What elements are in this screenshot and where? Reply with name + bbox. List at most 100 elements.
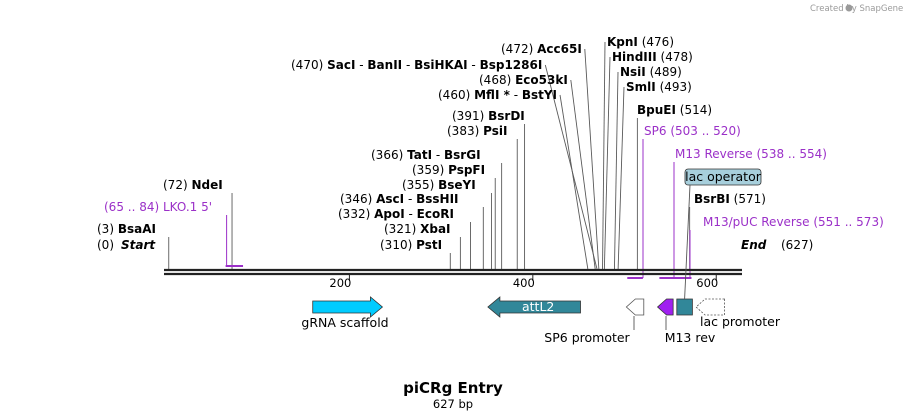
site-label-eco53ki: (468) Eco53kI [479, 73, 568, 87]
feature-shape-sp6-promoter [625, 298, 645, 316]
primer-m13rev[interactable]: M13 Reverse (538 .. 554) [659, 147, 827, 279]
end-label: End [741, 238, 767, 252]
site-name: ApoI [374, 207, 405, 221]
site-pos: (493) [660, 80, 692, 94]
end-marker[interactable]: End (627) [741, 238, 813, 252]
site-star: * [499, 88, 510, 102]
site-name-2: BsrGI [444, 148, 481, 162]
site-kpni[interactable]: KpnI (476) [607, 35, 674, 49]
site-pos: (3) [97, 222, 114, 236]
site-name: BsrDI [488, 109, 525, 123]
site-labels: (3) BsaAI(72) NdeI(310) PstI(321) XbaI(3… [97, 35, 766, 252]
site-label-hindiii: HindIII (478) [612, 50, 693, 64]
site-pos: (489) [650, 65, 682, 79]
site-name: PsiI [483, 124, 507, 138]
site-label-bsrbi: BsrBI (571) [694, 192, 766, 206]
site-name: NdeI [191, 178, 222, 192]
site-hindiii[interactable]: HindIII (478) [612, 50, 693, 64]
feature-shape-attl2 [487, 296, 581, 318]
site-lines [168, 41, 691, 270]
start-marker[interactable]: (0) Start [97, 238, 156, 252]
site-line-nsii [613, 71, 619, 270]
site-acc65i[interactable]: (472) Acc65I [501, 42, 582, 56]
site-name: Acc65I [537, 42, 582, 56]
site-label-kpni: KpnI (476) [607, 35, 674, 49]
primer-range: (551 .. 573) [813, 215, 883, 229]
primer-sp6[interactable]: SP6 (503 .. 520) [627, 124, 741, 279]
primer-range: (503 .. 520) [670, 124, 740, 138]
site-pspfi[interactable]: (359) PspFI [412, 163, 485, 177]
site-pos: (346) [340, 192, 372, 206]
site-sep: - [468, 58, 480, 72]
site-eco53ki[interactable]: (468) Eco53kI [479, 73, 568, 87]
site-smli[interactable]: SmlI (493) [626, 80, 692, 94]
site-name: PstI [416, 238, 442, 252]
feature-lac-operator[interactable]: lac operator [676, 168, 762, 316]
site-xbai[interactable]: (321) XbaI [384, 222, 451, 236]
site-label-pspfi: (359) PspFI [412, 163, 485, 177]
site-name-3: BsiHKAI [414, 58, 468, 72]
site-label-ndei: (72) NdeI [163, 178, 223, 192]
site-pos: (310) [380, 238, 412, 252]
feature-attl2[interactable]: attL2 [487, 296, 581, 318]
site-label-xbai: (321) XbaI [384, 222, 451, 236]
site-pos: (383) [447, 124, 479, 138]
site-bsaai[interactable]: (3) BsaAI [97, 222, 156, 236]
site-name: PspFI [448, 163, 485, 177]
site-mfli[interactable]: (460) MflI * - BstYI [438, 88, 557, 102]
site-name: BpuEI [637, 103, 676, 117]
site-apoi[interactable]: (332) ApoI - EcoRI [338, 207, 454, 221]
site-sep: - [405, 207, 417, 221]
feature-label-lac-promoter: lac promoter [700, 314, 781, 329]
site-pos: (359) [412, 163, 444, 177]
site-saci[interactable]: (470) SacI - BanII - BsiHKAI - Bsp1286I [291, 58, 542, 72]
map-length: 627 bp [433, 397, 473, 411]
site-bsrdi[interactable]: (391) BsrDI [452, 109, 525, 123]
site-line-hindiii [603, 56, 611, 270]
site-bseyi[interactable]: (355) BseYI [402, 178, 476, 192]
site-bpuei[interactable]: BpuEI (514) [637, 103, 712, 117]
start-label: Start [121, 238, 156, 252]
primer-lko1[interactable]: (65 .. 84) LKO.1 5' [104, 200, 244, 267]
primer-name: SP6 [644, 124, 667, 138]
site-asci[interactable]: (346) AscI - BssHII [340, 192, 459, 206]
tick-label: 600 [696, 276, 718, 290]
site-pos: (391) [452, 109, 484, 123]
site-name-2: BstYI [522, 88, 557, 102]
end-pos: (627) [781, 238, 813, 252]
site-name-2: EcoRI [417, 207, 454, 221]
site-name-2: BanII [367, 58, 402, 72]
primer-range: (65 .. 84) [104, 200, 159, 214]
site-pos: (468) [479, 73, 511, 87]
snapgene-logo-icon [845, 4, 853, 12]
site-tati[interactable]: (366) TatI - BsrGI [371, 148, 481, 162]
feature-label-m13-rev: M13 rev [665, 330, 716, 345]
feature-shape-lac-promoter [695, 298, 725, 316]
site-name: AscI [376, 192, 404, 206]
site-ndei[interactable]: (72) NdeI [163, 178, 223, 192]
site-name: TatI [407, 148, 432, 162]
feature-grna-scaffold[interactable]: gRNA scaffold [301, 296, 389, 330]
site-line-eco53ki [570, 79, 596, 270]
primer-label-m13rev: M13 Reverse (538 .. 554) [675, 147, 827, 161]
site-nsii[interactable]: NsiI (489) [620, 65, 682, 79]
primer-label-m13puc: M13/pUC Reverse (551 .. 573) [703, 215, 884, 229]
start-pos: (0) [97, 238, 114, 252]
site-pos: (571) [734, 192, 766, 206]
feature-shape-grna-scaffold [312, 296, 384, 318]
feature-sp6-promoter[interactable]: SP6 promoter [544, 298, 645, 345]
feature-lac-promoter[interactable]: lac promoter [695, 298, 781, 329]
site-psti[interactable]: (310) PstI [380, 238, 442, 252]
site-name: KpnI [607, 35, 638, 49]
site-name: BsaAI [118, 222, 156, 236]
site-name: NsiI [620, 65, 646, 79]
primers: (65 .. 84) LKO.1 5'SP6 (503 .. 520)M13 R… [104, 124, 884, 279]
feature-m13-rev[interactable]: M13 rev [656, 298, 716, 345]
site-psii[interactable]: (383) PsiI [447, 124, 507, 138]
primer-m13puc[interactable]: M13/pUC Reverse (551 .. 573) [671, 215, 884, 279]
site-name-2: BssHII [416, 192, 458, 206]
feature-label-lac-operator: lac operator [685, 169, 762, 184]
primer-label-lko1: (65 .. 84) LKO.1 5' [104, 200, 212, 214]
site-bsrbi[interactable]: BsrBI (571) [694, 192, 766, 206]
